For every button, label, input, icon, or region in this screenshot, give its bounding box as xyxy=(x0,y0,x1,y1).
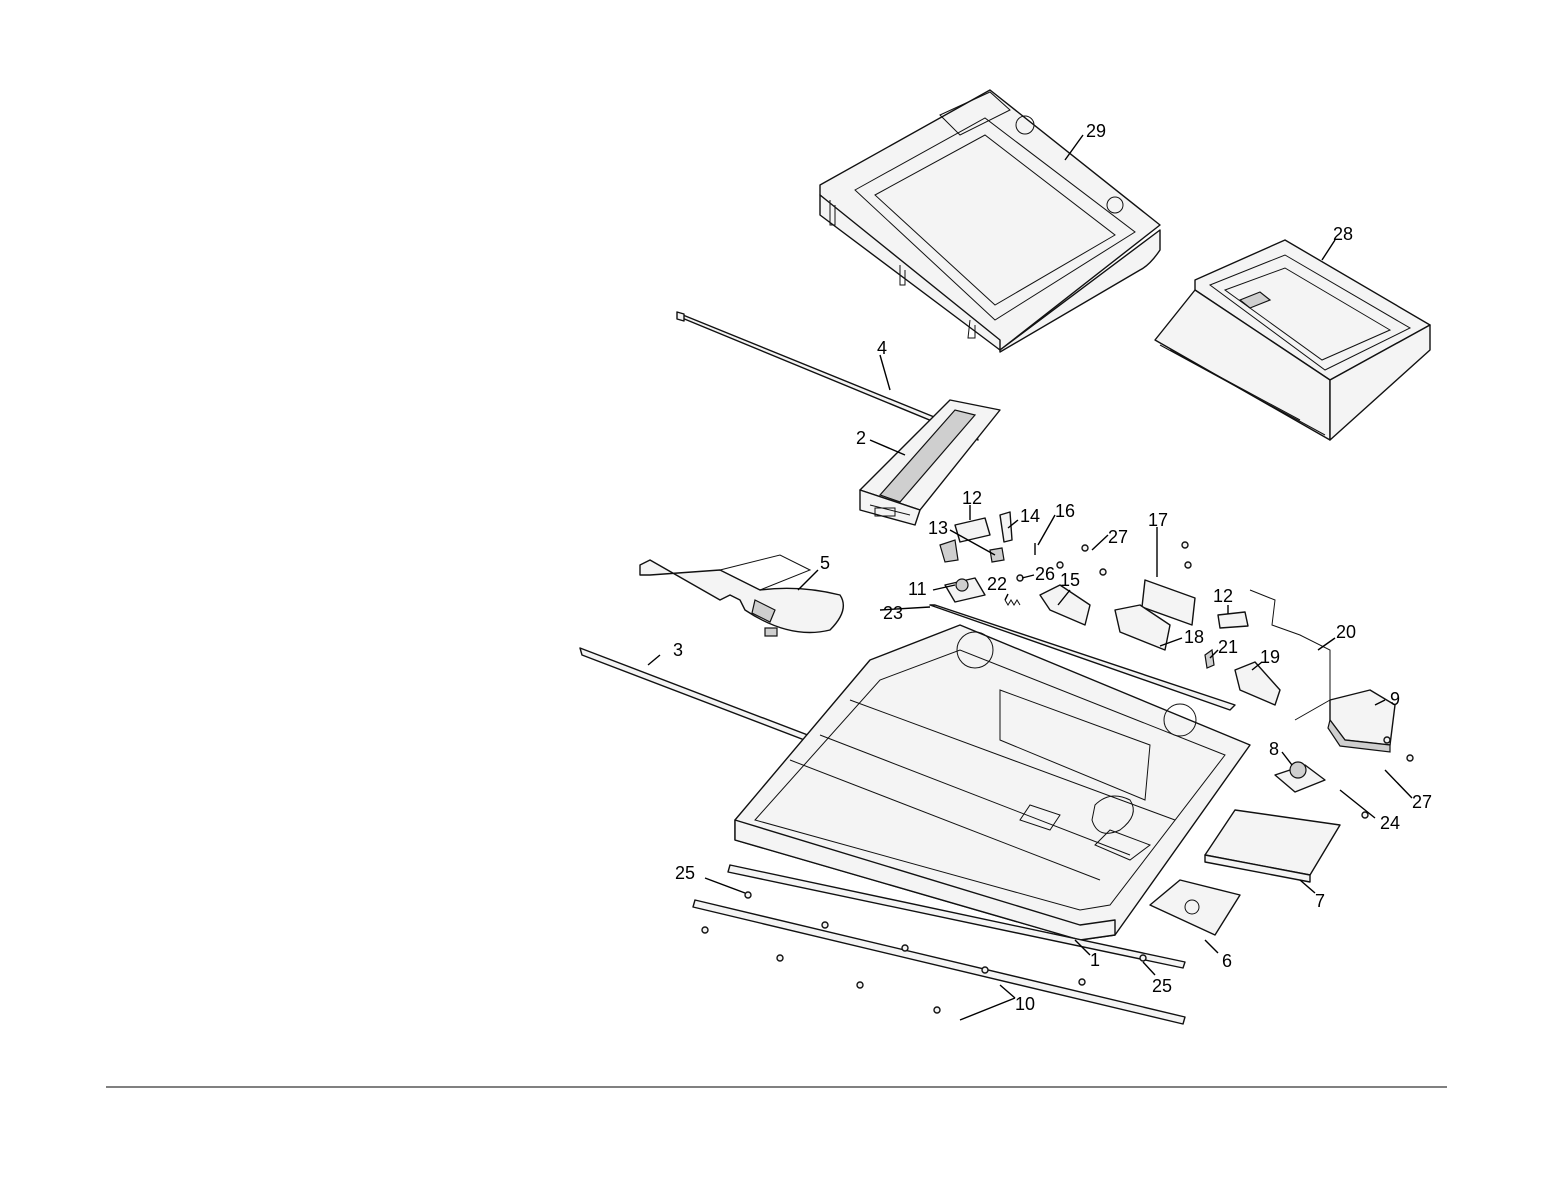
part-5-ribbon-cable xyxy=(640,555,843,636)
callout-19: 19 xyxy=(1260,647,1280,667)
part-11-pulley xyxy=(945,578,985,602)
callout-13: 13 xyxy=(928,518,948,538)
callout-22: 22 xyxy=(987,574,1007,594)
callout-12: 12 xyxy=(962,488,982,508)
callout-28: 28 xyxy=(1333,224,1353,244)
callout-6: 6 xyxy=(1222,951,1232,971)
part-13-clips xyxy=(940,540,1004,562)
callout-18: 18 xyxy=(1184,627,1204,647)
callout-26: 26 xyxy=(1035,564,1055,584)
callout-23: 23 xyxy=(883,603,903,623)
callout-15: 15 xyxy=(1060,570,1080,590)
callout-21: 21 xyxy=(1218,637,1238,657)
callout-25: 25 xyxy=(1152,976,1172,996)
callout-8: 8 xyxy=(1269,739,1279,759)
part-29-scanner-cover xyxy=(820,90,1160,352)
callout-9: 9 xyxy=(1390,689,1400,709)
part-22-spring xyxy=(1005,600,1020,605)
part-28-scanner-assembly xyxy=(1155,240,1430,440)
part-12-block-right xyxy=(1218,612,1248,628)
callout-25: 25 xyxy=(675,863,695,883)
callout-5: 5 xyxy=(820,553,830,573)
callout-3: 3 xyxy=(673,640,683,660)
part-19-bracket xyxy=(1235,662,1280,705)
callout-16: 16 xyxy=(1055,501,1075,521)
part-7-cover-plate xyxy=(1205,810,1340,882)
part-15-bracket xyxy=(1040,585,1090,625)
callout-17: 17 xyxy=(1148,510,1168,530)
part-6-plate xyxy=(1150,880,1240,935)
callout-24: 24 xyxy=(1380,813,1400,833)
part-12-block-left xyxy=(955,518,990,542)
callout-29: 29 xyxy=(1086,121,1106,141)
callout-27: 27 xyxy=(1108,527,1128,547)
callout-10: 10 xyxy=(1015,994,1035,1014)
callout-11: 11 xyxy=(908,579,927,599)
callout-14: 14 xyxy=(1020,506,1040,526)
part-8-gear xyxy=(1275,762,1325,792)
callout-2: 2 xyxy=(856,428,866,448)
callout-12: 12 xyxy=(1213,586,1233,606)
callout-4: 4 xyxy=(877,338,887,358)
callout-27: 27 xyxy=(1412,792,1432,812)
callout-20: 20 xyxy=(1336,622,1356,642)
part-21-clip xyxy=(1205,650,1214,668)
callout-1: 1 xyxy=(1090,950,1100,970)
callout-7: 7 xyxy=(1315,891,1325,911)
